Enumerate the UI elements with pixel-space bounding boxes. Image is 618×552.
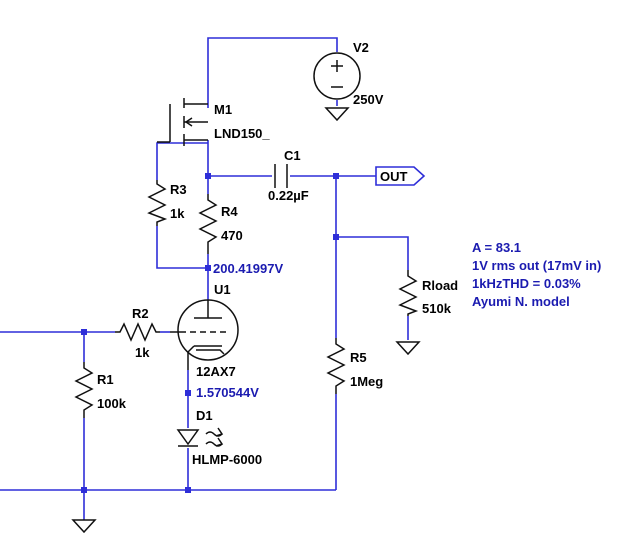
- out-label: OUT: [380, 169, 408, 184]
- wires: [0, 37, 409, 520]
- note-line: 1V rms out (17mV in): [472, 258, 601, 273]
- led-d1[interactable]: [176, 427, 224, 447]
- note-line: Ayumi N. model: [472, 294, 570, 309]
- c1-ref: C1: [284, 148, 301, 163]
- v2-value: 250V: [353, 92, 384, 107]
- resistor-rload[interactable]: [398, 270, 419, 316]
- c1-value: 0.22µF: [268, 188, 309, 203]
- u1-ref: U1: [214, 282, 231, 297]
- resistor-r1[interactable]: [74, 362, 94, 418]
- junction-dot: [333, 173, 339, 179]
- ground-icon: [324, 107, 350, 122]
- junction-dot: [185, 487, 191, 493]
- resistor-r5[interactable]: [326, 338, 346, 394]
- note-line: 1kHzTHD = 0.03%: [472, 276, 581, 291]
- out-port[interactable]: [375, 166, 426, 186]
- r4-ref: R4: [221, 204, 238, 219]
- junction-dots: [81, 173, 339, 493]
- r2-value: 1k: [135, 345, 150, 360]
- r5-ref: R5: [350, 350, 367, 365]
- r5-value: 1Meg: [350, 374, 383, 389]
- r4-value: 470: [221, 228, 243, 243]
- annotation-block: A = 83.1 1V rms out (17mV in) 1kHzTHD = …: [472, 240, 601, 309]
- triode-u1[interactable]: [170, 299, 239, 370]
- u1-value: 12AX7: [196, 364, 236, 379]
- junction-dot: [185, 390, 191, 396]
- ground-icon: [395, 341, 421, 356]
- r1-ref: R1: [97, 372, 114, 387]
- cathode-voltage: 1.570544V: [196, 385, 259, 400]
- plate-voltage: 200.41997V: [213, 261, 283, 276]
- d1-ref: D1: [196, 408, 213, 423]
- r1-value: 100k: [97, 396, 127, 411]
- r3-value: 1k: [170, 206, 185, 221]
- junction-dot: [81, 329, 87, 335]
- resistor-r2[interactable]: [115, 322, 160, 342]
- note-line: A = 83.1: [472, 240, 521, 255]
- resistor-r3[interactable]: [147, 180, 168, 226]
- r2-ref: R2: [132, 306, 149, 321]
- rload-value: 510k: [422, 301, 452, 316]
- r3-ref: R3: [170, 182, 187, 197]
- m1-ref: M1: [214, 102, 232, 117]
- junction-dot: [205, 173, 211, 179]
- capacitor-c1[interactable]: [274, 164, 288, 188]
- resistor-r4[interactable]: [198, 194, 218, 254]
- voltage-source-v2[interactable]: [313, 52, 361, 100]
- rload-ref: Rload: [422, 278, 458, 293]
- ground-icon: [71, 519, 97, 534]
- junction-dot: [205, 265, 211, 271]
- m1-value: LND150_: [214, 126, 270, 141]
- junction-dot: [333, 234, 339, 240]
- junction-dot: [81, 487, 87, 493]
- mosfet-m1[interactable]: [157, 98, 208, 146]
- v2-ref: V2: [353, 40, 369, 55]
- d1-value: HLMP-6000: [192, 452, 262, 467]
